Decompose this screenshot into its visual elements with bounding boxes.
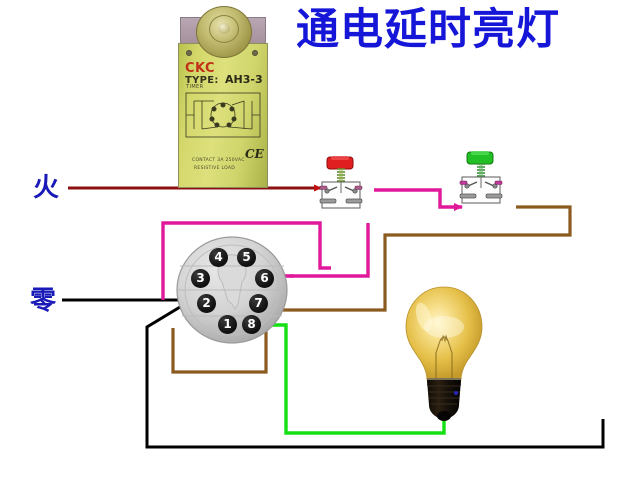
timer-type-prefix: TYPE: bbox=[185, 75, 219, 86]
socket-body bbox=[176, 236, 288, 344]
wire-control-red-to-green-upper bbox=[374, 188, 462, 209]
wire-control-green-arrow bbox=[454, 203, 463, 211]
timer-model-label: AH3-3 bbox=[225, 73, 263, 86]
timer-footnote-1: CONTACT 3A 250VAC bbox=[192, 158, 245, 163]
timer-brand-label: CKC bbox=[185, 61, 216, 76]
socket-pin-2[interactable]: 2 bbox=[197, 294, 216, 313]
timer-dial-inner bbox=[209, 15, 239, 43]
wire-lamp bbox=[251, 323, 446, 435]
timer-schematic-diagram bbox=[185, 92, 261, 138]
wire-control-loop-left bbox=[161, 221, 331, 300]
red-push-button-switch[interactable] bbox=[318, 155, 378, 215]
timer-footnote-2: RESISTIVE LOAD bbox=[194, 166, 235, 171]
timer-relay-device: CKC TYPE: AH3-3 TIMER CE CONTACT 3A 250V… bbox=[178, 3, 268, 188]
socket-pin-8[interactable]: 8 bbox=[242, 315, 261, 334]
socket-pin-3[interactable]: 3 bbox=[191, 269, 210, 288]
socket-pin-4[interactable]: 4 bbox=[209, 248, 228, 267]
timer-subtitle: TIMER bbox=[186, 84, 204, 90]
relay-socket: 1 2 3 4 5 6 7 8 bbox=[176, 236, 289, 344]
wire-neutral-branch bbox=[145, 299, 605, 449]
ce-mark: CE bbox=[245, 147, 264, 161]
timer-screw-left bbox=[186, 50, 192, 56]
live-terminal-label: 火 bbox=[33, 173, 60, 203]
light-bulb bbox=[398, 283, 490, 423]
timer-adjust-knob[interactable] bbox=[218, 23, 230, 34]
page-title: 通电延时亮灯 bbox=[296, 5, 560, 55]
socket-pin-7[interactable]: 7 bbox=[249, 294, 268, 313]
neutral-terminal-label: 零 bbox=[30, 286, 57, 316]
wire-live-arrow bbox=[314, 184, 322, 192]
socket-pin-5[interactable]: 5 bbox=[237, 248, 256, 267]
timer-front-face bbox=[178, 43, 268, 188]
wire-load bbox=[243, 205, 572, 312]
green-push-button-switch[interactable] bbox=[458, 150, 518, 210]
socket-pin-1[interactable]: 1 bbox=[218, 315, 237, 334]
timer-screw-right bbox=[252, 50, 258, 56]
socket-pin-6[interactable]: 6 bbox=[255, 269, 274, 288]
